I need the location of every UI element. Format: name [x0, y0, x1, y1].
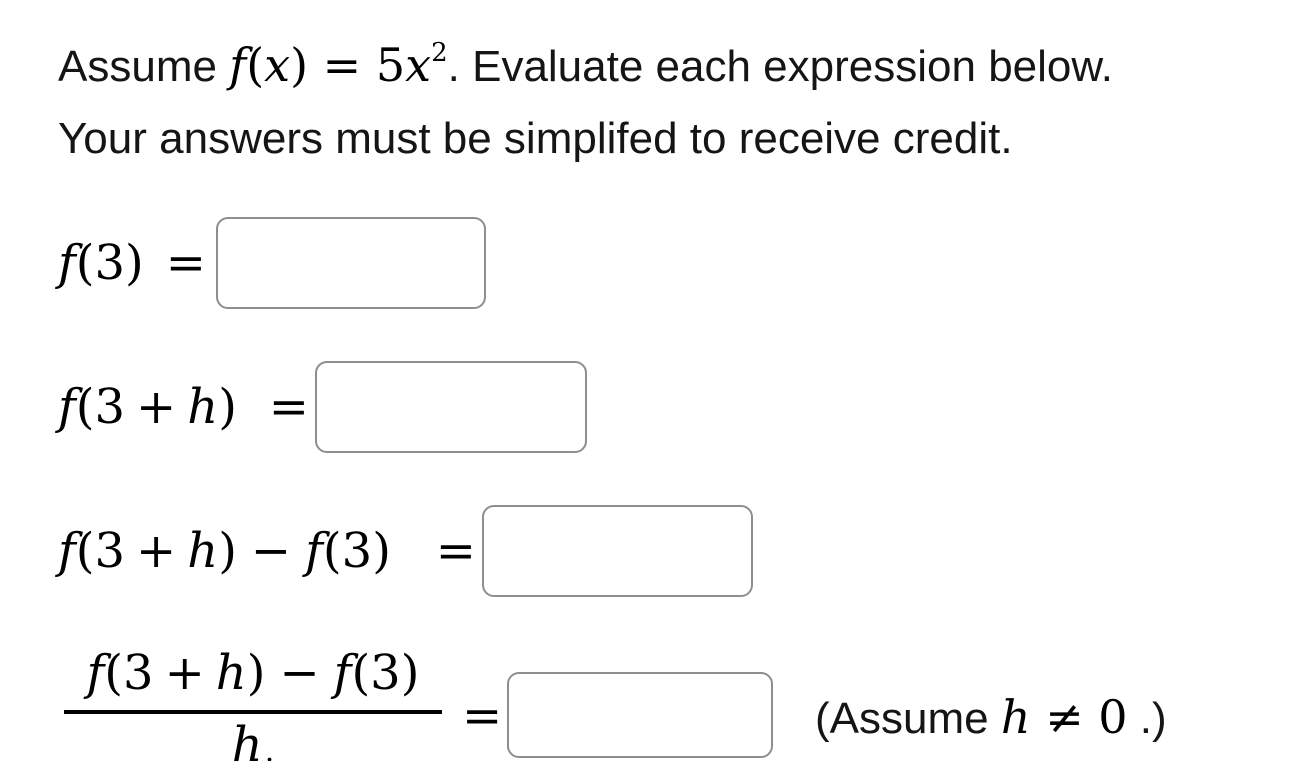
expression-label-difference: f ( 3 + h ) − f ( 3 ) = — [58, 523, 482, 579]
math-token: 3 — [94, 379, 126, 435]
math-token: ( — [104, 645, 124, 701]
minus-sign: − — [279, 645, 320, 701]
equals-sign: = — [268, 379, 309, 435]
not-equal-sign: ≠ 0 — [1030, 690, 1128, 744]
answer-input-difference-quotient[interactable] — [507, 672, 773, 758]
statement-text: . Evaluate each expression below. — [447, 42, 1113, 91]
math-token: 3 — [123, 645, 154, 701]
math-token: h — [187, 379, 219, 435]
plus-sign: + — [136, 523, 177, 579]
statement-text: Your answers must be simplifed to receiv… — [58, 114, 1013, 163]
math-token: 5 — [375, 38, 406, 92]
note-text: .) — [1127, 694, 1167, 743]
math-token: 3 — [94, 235, 126, 291]
answer-input-f3[interactable] — [216, 217, 486, 309]
math-token: 3 — [370, 645, 401, 701]
math-token: h — [187, 523, 219, 579]
math-token: ( — [322, 523, 342, 579]
math-token: ) — [400, 645, 420, 701]
expression-row-f3h: f ( 3 + h ) = — [58, 361, 587, 453]
answer-input-f3h[interactable] — [315, 361, 587, 453]
math-token: f — [305, 523, 323, 579]
difference-quotient-fraction: f ( 3 + h ) − f ( 3 ) h . — [64, 645, 442, 761]
expression-label-f3: f ( 3 ) = — [58, 235, 216, 291]
answer-input-difference[interactable] — [482, 505, 753, 597]
math-token: ( — [75, 235, 95, 291]
math-token: x — [405, 38, 432, 92]
math-token: ( — [75, 379, 95, 435]
math-token: ) — [218, 379, 237, 435]
fraction-denominator: h . — [64, 717, 442, 761]
math-token: f — [58, 523, 76, 579]
math-token: ) — [246, 645, 266, 701]
expression-row-difference: f ( 3 + h ) − f ( 3 ) = — [58, 505, 753, 597]
function-definition: f(x) = 5x2 — [229, 38, 447, 92]
math-token: f — [229, 38, 247, 92]
minus-sign: − — [250, 523, 292, 579]
math-token: . — [264, 734, 275, 761]
math-token: f — [58, 235, 76, 291]
math-token: ) — [218, 523, 237, 579]
note-text: (Assume — [815, 694, 1001, 743]
math-token: 3 — [341, 523, 373, 579]
math-token: ) — [290, 38, 309, 92]
fraction-numerator: f ( 3 + h ) − f ( 3 ) — [64, 645, 442, 707]
math-token: ) — [372, 523, 391, 579]
fraction-bar — [64, 710, 442, 714]
assumption-note: (Assume h ≠ 0 .) — [815, 689, 1167, 747]
math-token: h — [231, 717, 263, 761]
math-token: = — [308, 38, 376, 92]
plus-sign: + — [136, 379, 177, 435]
problem-statement-line2: Your answers must be simplifed to receiv… — [58, 106, 1113, 172]
plus-sign: + — [164, 645, 205, 701]
expression-label-f3h: f ( 3 + h ) = — [58, 379, 315, 435]
equals-sign: = — [462, 688, 503, 744]
math-token: h — [215, 645, 247, 701]
math-token: ( — [246, 38, 265, 92]
statement-text: Assume — [58, 42, 230, 91]
math-token: ( — [75, 523, 95, 579]
math-token: ( — [351, 645, 371, 701]
problem-statement-line1: Assume f(x) = 5x2. Evaluate each express… — [58, 32, 1113, 106]
math-token: f — [58, 379, 76, 435]
math-token: h — [1000, 690, 1031, 744]
math-token: x — [264, 38, 291, 92]
math-token: ) — [125, 235, 144, 291]
expression-row-f3: f ( 3 ) = — [58, 217, 486, 309]
math-token: f — [86, 645, 105, 701]
math-exponent: 2 — [431, 38, 448, 68]
equals-sign: = — [165, 235, 206, 291]
math-token: 3 — [94, 523, 126, 579]
equals-sign: = — [435, 523, 476, 579]
problem-statement: Assume f(x) = 5x2. Evaluate each express… — [58, 32, 1113, 172]
math-token: f — [333, 645, 352, 701]
